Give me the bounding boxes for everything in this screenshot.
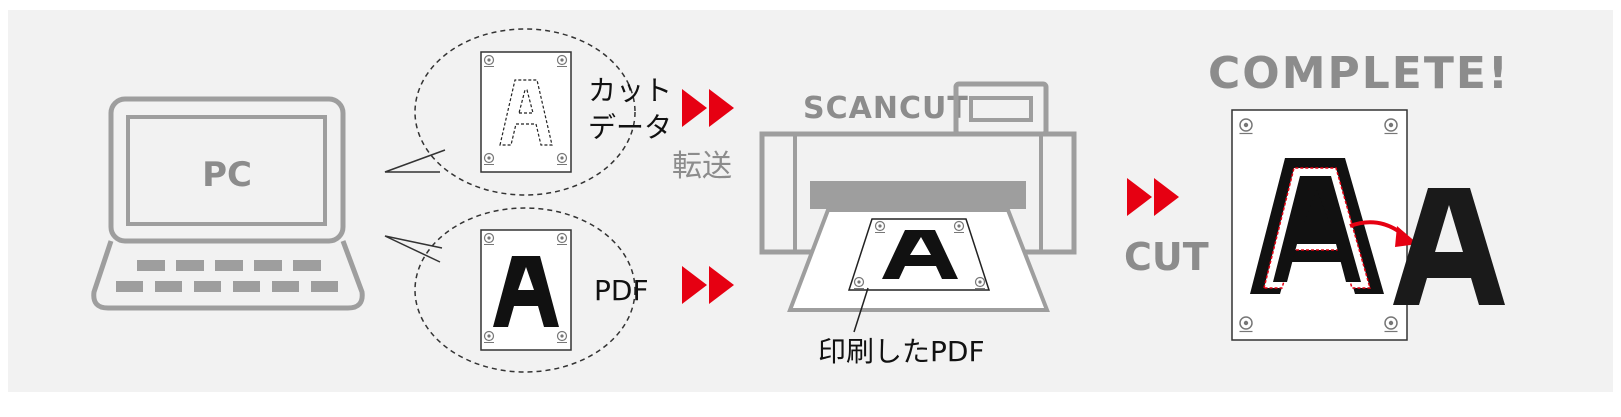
pdf-bubble bbox=[384, 207, 636, 373]
complete-label: COMPLETE! bbox=[1208, 48, 1510, 99]
pc-label: PC bbox=[202, 155, 252, 195]
pdf-sheet bbox=[480, 229, 572, 351]
fast-forward-icon bbox=[1127, 178, 1179, 216]
laptop-icon bbox=[91, 96, 365, 311]
completed-sheet bbox=[1231, 109, 1408, 341]
fast-forward-icon bbox=[682, 266, 734, 304]
transfer-label: 転送 bbox=[672, 149, 732, 184]
cut-data-label-line2: データ bbox=[588, 111, 672, 144]
printed-pdf-leader-line bbox=[853, 287, 869, 333]
cut-data-label-line1: カット bbox=[588, 74, 672, 107]
scanner-icon bbox=[759, 81, 1077, 255]
fast-forward-icon bbox=[682, 89, 734, 127]
printed-pdf-sheet bbox=[787, 208, 1050, 312]
cut-data-bubble bbox=[384, 28, 636, 196]
pdf-label: PDF bbox=[594, 274, 649, 307]
cut-data-sheet bbox=[480, 51, 572, 173]
cut-out-letter bbox=[1393, 188, 1505, 305]
scancut-label: SCANCUT bbox=[803, 91, 969, 126]
printed-pdf-label: 印刷したPDF bbox=[818, 335, 985, 368]
cut-label: CUT bbox=[1124, 235, 1209, 279]
